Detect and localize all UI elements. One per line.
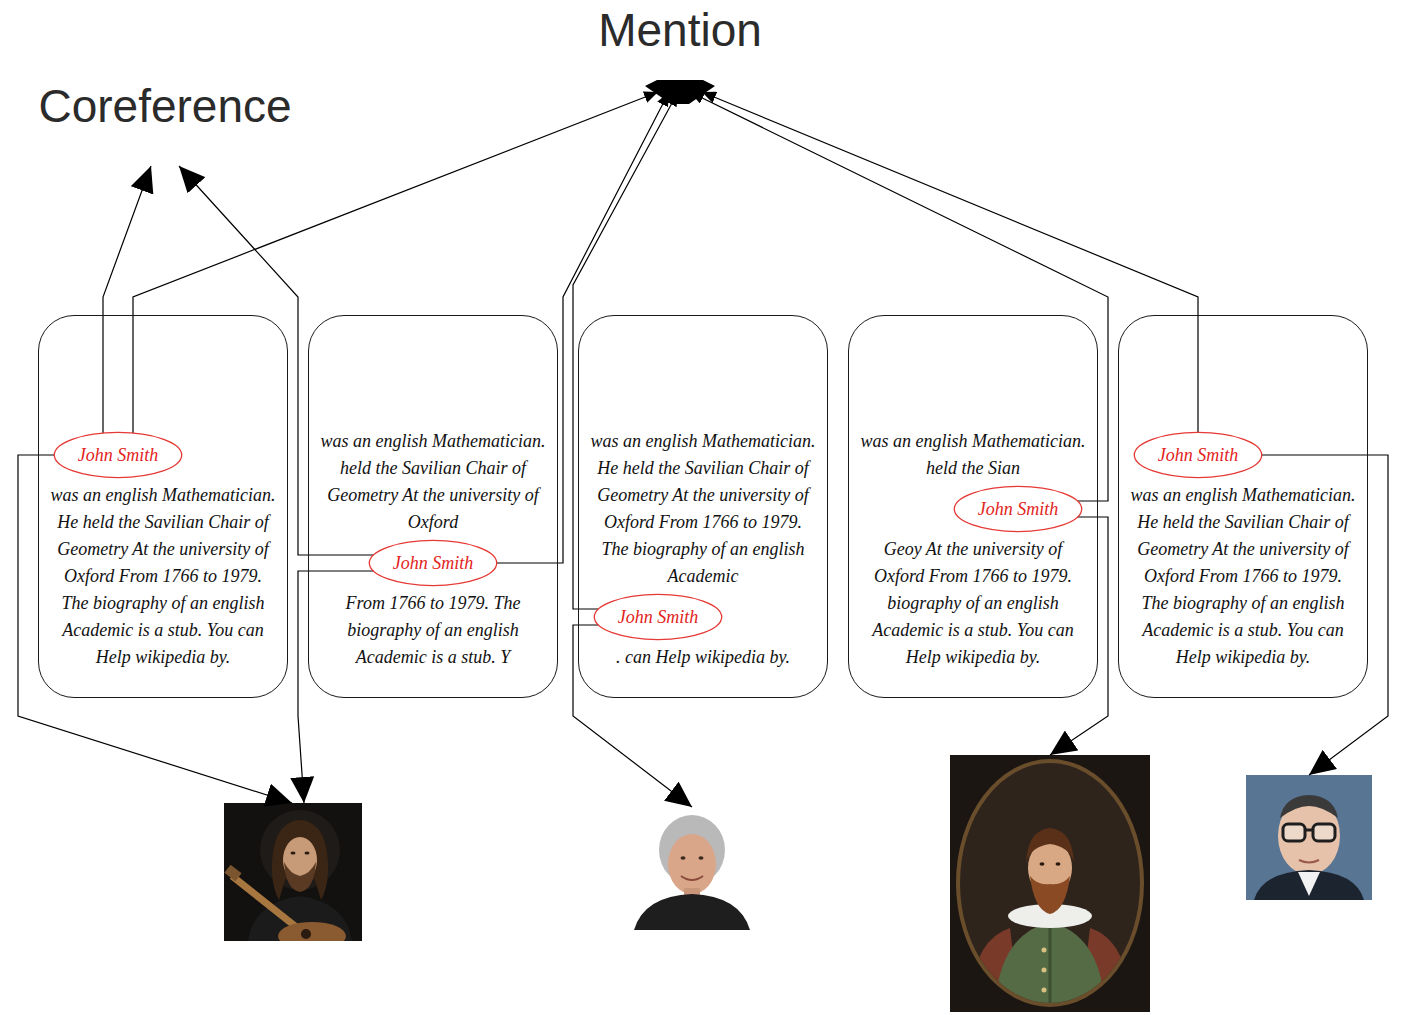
ellipse-outline-shape [954, 486, 1081, 531]
portrait-painted-captain [950, 755, 1150, 1012]
portrait-grey-haired-man [629, 807, 755, 930]
card-text: was an english Mathematician. He held th… [1129, 482, 1357, 671]
document-card: John Smith was an english Mathematician. … [1118, 315, 1368, 698]
mention-ellipse: John Smith [953, 485, 1083, 533]
ellipse-outline-shape [54, 432, 181, 477]
card-text: From 1766 to 1979. The biography of an e… [319, 590, 547, 671]
portrait-part [681, 856, 686, 860]
title-text: Mention [555, 2, 805, 58]
portrait-part [668, 834, 716, 894]
portrait-part [1049, 924, 1052, 1010]
mention-ellipse: John Smith [1133, 431, 1263, 479]
document-card: was an english Mathematician. He held th… [578, 315, 828, 698]
card-text: was an english Mathematician. held the S… [319, 428, 547, 536]
portrait-man-with-glasses [1246, 775, 1372, 900]
portrait-part [950, 755, 1150, 1012]
portrait-part [1299, 860, 1319, 863]
ellipse-outline-shape [1134, 432, 1261, 477]
portrait-part [232, 876, 300, 930]
portrait-part [1042, 988, 1047, 993]
card-text: . can Help wikipedia by. [589, 644, 817, 671]
portrait-part [1040, 862, 1045, 866]
label-node: Coreference [10, 78, 320, 166]
portrait-part [699, 856, 704, 860]
document-card: John Smith was an english Mathematician. … [38, 315, 288, 698]
mention-ellipse: John Smith [593, 593, 723, 641]
label-text: Coreference [10, 78, 320, 134]
card-text: was an english Mathematician. held the S… [859, 428, 1087, 482]
portrait-part [1042, 968, 1047, 973]
portrait-part [224, 803, 362, 941]
title-node: Mention [555, 2, 805, 106]
portrait-part [284, 862, 316, 892]
card-text: was an english Mathematician. He held th… [49, 482, 277, 671]
connector-line [702, 92, 1198, 432]
card-text: Geoy At the university of Oxford From 17… [859, 536, 1087, 671]
portrait-part [629, 807, 755, 930]
portrait-part [291, 851, 296, 854]
entity-name: John Smith [1158, 443, 1239, 467]
entity-name: John Smith [393, 551, 474, 575]
portrait-part [1313, 824, 1335, 841]
entity-name: John Smith [978, 497, 1059, 521]
ellipse-outline-shape [369, 540, 496, 585]
portrait-part [1298, 872, 1320, 896]
card-text: was an english Mathematician. He held th… [589, 428, 817, 590]
mention-hub [645, 78, 715, 106]
portrait-part [305, 851, 310, 854]
document-card: was an english Mathematician. held the S… [308, 315, 558, 698]
portrait-part [1056, 862, 1061, 866]
mention-hub-shape [645, 78, 715, 106]
portrait-part [681, 876, 703, 880]
entity-name: John Smith [618, 605, 699, 629]
connector-line [133, 92, 658, 433]
portrait-part [950, 755, 1150, 1012]
portrait-part [1283, 824, 1305, 841]
portrait-guitarist [224, 803, 362, 941]
ellipse-outline-shape [594, 594, 721, 639]
portrait-part [301, 929, 311, 939]
portrait-part [1254, 870, 1364, 900]
portrait-leader [18, 455, 292, 803]
mention-ellipse: John Smith [53, 431, 183, 479]
portrait-painting [950, 755, 1150, 1012]
portrait-part [634, 894, 750, 930]
portrait-part [224, 865, 241, 881]
portrait-part [1042, 948, 1047, 953]
portrait-part [1246, 775, 1372, 900]
portrait-part [1026, 828, 1074, 862]
mention-ellipse: John Smith [368, 539, 498, 587]
portrait-part [274, 820, 326, 884]
portrait-part [995, 922, 1105, 1010]
portrait-part [1030, 876, 1070, 914]
portrait-part [278, 922, 346, 941]
mention-hub-polygon [645, 80, 715, 104]
portrait-part [1305, 829, 1313, 832]
document-card: was an english Mathematician. held the S… [848, 315, 1098, 698]
portrait-part [1280, 795, 1338, 818]
entity-name: John Smith [78, 443, 159, 467]
connector-line [103, 166, 151, 433]
